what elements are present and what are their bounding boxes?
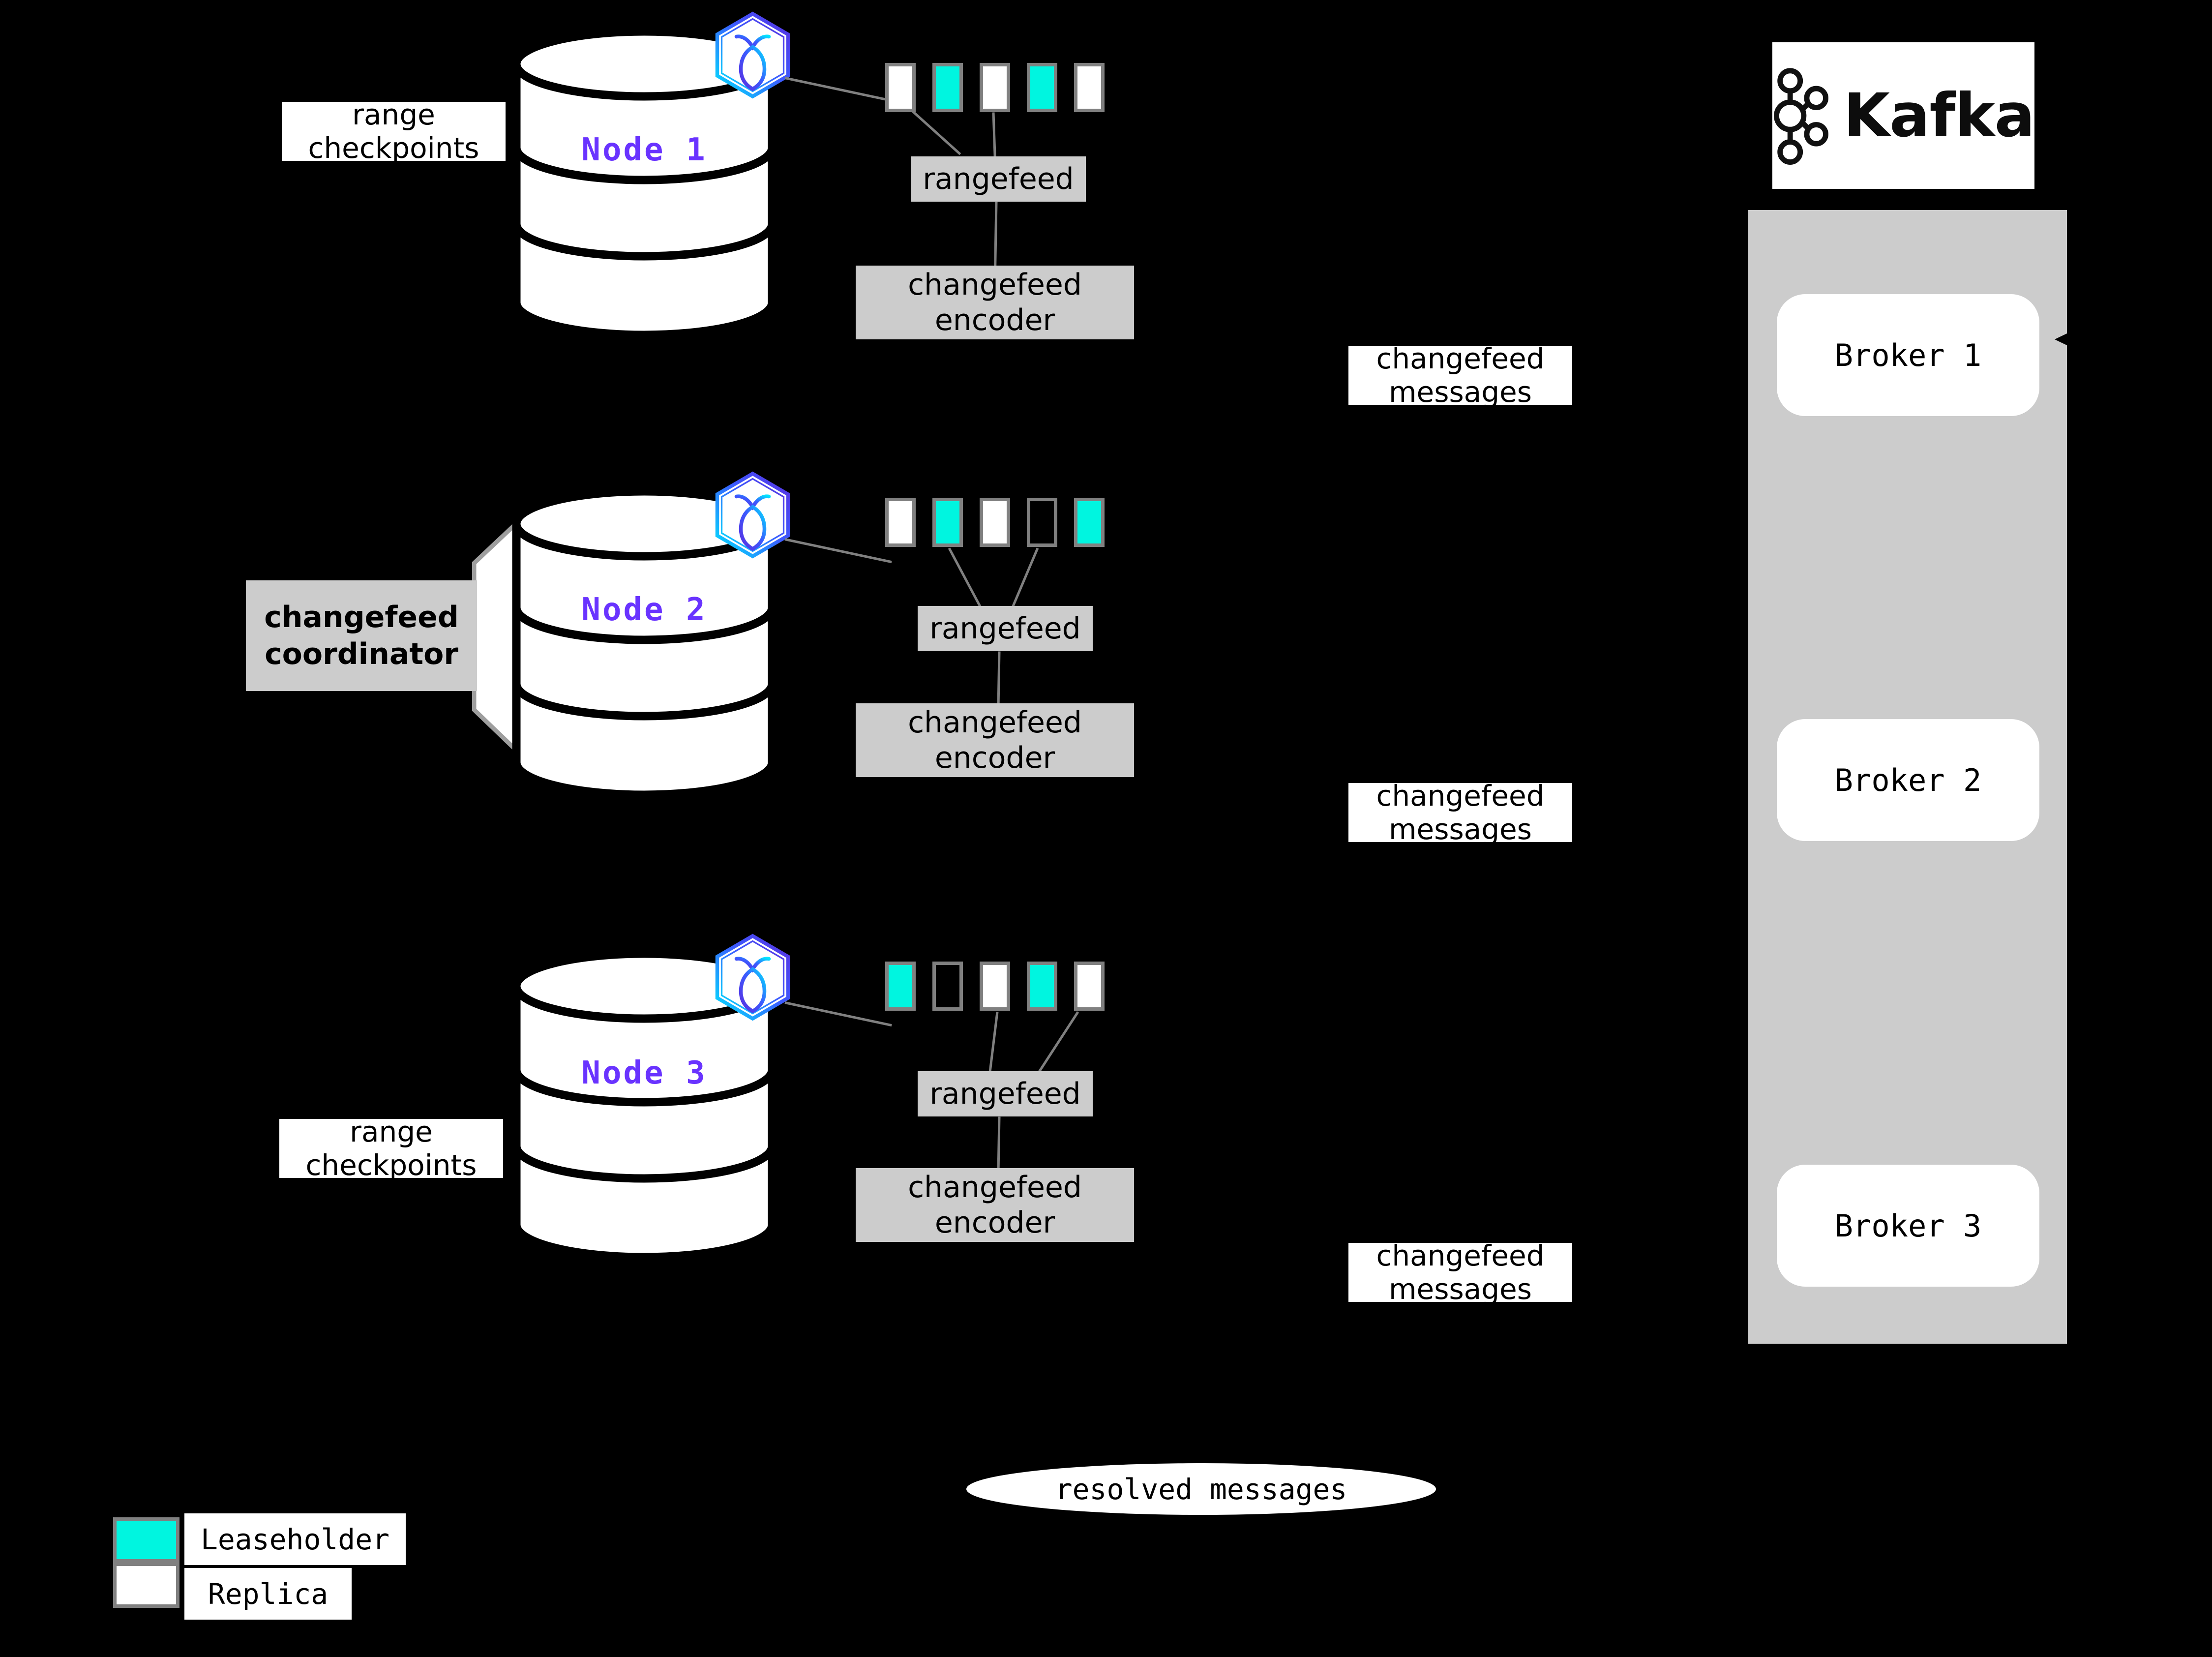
node1-range-checkpoints-label: range checkpoints [282, 102, 506, 161]
node3-rangefeed-label: rangefeed [929, 1077, 1081, 1111]
node1-encoder-line2: encoder [934, 303, 1055, 337]
kafka-broker-1-label: Broker 1 [1834, 337, 1982, 373]
node3-label: Node 3 [581, 1055, 707, 1091]
changefeed-messages-3-line2: messages [1389, 1272, 1532, 1302]
node2-encoder-line2: encoder [934, 741, 1055, 775]
node2-changefeed-encoder-box[interactable]: changefeed encoder [856, 703, 1134, 777]
kafka-broker-2[interactable]: Broker 2 [1777, 719, 2039, 841]
node1-range-5[interactable] [1074, 63, 1105, 112]
kafka-broker-3[interactable]: Broker 3 [1777, 1165, 2039, 1287]
changefeed-messages-2-line1: changefeed [1376, 783, 1545, 813]
node3-encoder-line2: encoder [934, 1205, 1055, 1240]
node2-changefeed-coordinator-box[interactable]: changefeed coordinator [246, 580, 477, 691]
node1-label: Node 1 [581, 132, 707, 168]
node3-range-2[interactable] [932, 962, 963, 1011]
changefeed-messages-3-line1: changefeed [1376, 1243, 1545, 1272]
node1-cylinder [512, 27, 777, 332]
node2-label: Node 2 [581, 592, 707, 628]
kafka-inbound-arrowhead-icon [2055, 329, 2077, 350]
node1-checkpoints-line2: checkpoints [308, 131, 479, 161]
changefeed-messages-2-line2: messages [1389, 813, 1532, 842]
node2-range-3[interactable] [980, 498, 1010, 547]
node3-checkpoints-line1: range [350, 1119, 433, 1148]
node1-connector-range3-rangefeed [992, 112, 996, 158]
node2-range-1[interactable] [885, 498, 916, 547]
node3-range-4[interactable] [1027, 962, 1057, 1011]
node3-encoder-line1: changefeed [908, 1170, 1082, 1205]
node3-range-1[interactable] [885, 962, 916, 1011]
legend-label-replica: Replica [184, 1568, 352, 1620]
kafka-broker-3-label: Broker 3 [1834, 1207, 1982, 1244]
kafka-logo-box: Kafka [1772, 42, 2035, 189]
node3-changefeed-encoder-box[interactable]: changefeed encoder [856, 1168, 1134, 1242]
node3-range-3[interactable] [980, 962, 1010, 1011]
node3-range-checkpoints-label: range checkpoints [279, 1119, 503, 1178]
node1-rangefeed-label: rangefeed [923, 162, 1074, 196]
node1-range-3[interactable] [980, 63, 1010, 112]
kafka-logo-icon [1774, 67, 1828, 165]
node1-rangefeed-box[interactable]: rangefeed [911, 156, 1086, 202]
node2-range-4[interactable] [1027, 498, 1057, 547]
legend-label-leaseholder: Leaseholder [184, 1513, 406, 1565]
node3-cockroachdb-hexagon-icon [715, 934, 790, 1021]
node1-encoder-line1: changefeed [908, 268, 1082, 302]
node2-rangefeed-label: rangefeed [929, 611, 1081, 646]
node2-coordinator-line1: changefeed [264, 600, 459, 634]
node1-checkpoints-line1: range [352, 102, 435, 131]
changefeed-messages-label-1: changefeed messages [1348, 346, 1572, 405]
node1-cockroachdb-hexagon-icon [715, 11, 790, 99]
node3-rangefeed-box[interactable]: rangefeed [918, 1071, 1093, 1116]
node3-connector-cyl-range [784, 1001, 892, 1027]
changefeed-messages-label-2: changefeed messages [1348, 783, 1572, 842]
legend-swatch-leaseholder [113, 1517, 179, 1563]
node2-connector-cyl-range [784, 538, 892, 564]
node1-connector-rangefeed-encoder [994, 202, 998, 267]
node1-range-1[interactable] [885, 63, 916, 112]
kafka-broker-2-label: Broker 2 [1834, 762, 1982, 798]
node1-changefeed-encoder-box[interactable]: changefeed encoder [856, 266, 1134, 339]
node2-cylinder [512, 487, 777, 792]
changefeed-messages-1-line1: changefeed [1376, 346, 1545, 375]
node2-cockroachdb-hexagon-icon [715, 471, 790, 559]
node3-checkpoints-line2: checkpoints [305, 1148, 477, 1178]
resolved-messages-pill[interactable]: resolved messages [966, 1463, 1436, 1515]
node2-coordinator-line2: coordinator [265, 636, 458, 671]
kafka-broker-1[interactable]: Broker 1 [1777, 294, 2039, 416]
node3-range-5[interactable] [1074, 962, 1105, 1011]
node2-range-2[interactable] [932, 498, 963, 547]
node2-range-5[interactable] [1074, 498, 1105, 547]
node2-rangefeed-box[interactable]: rangefeed [918, 606, 1093, 651]
changefeed-messages-1-line2: messages [1389, 375, 1532, 405]
resolved-messages-label: resolved messages [1055, 1472, 1347, 1506]
changefeed-messages-label-3: changefeed messages [1348, 1243, 1572, 1302]
kafka-wordmark: Kafka [1843, 81, 2035, 151]
node1-connector-range1-rangefeed [912, 110, 961, 155]
node1-range-2[interactable] [932, 63, 963, 112]
node2-encoder-line1: changefeed [908, 705, 1082, 740]
node1-connector-cyl-range [784, 77, 892, 102]
node1-range-4[interactable] [1027, 63, 1057, 112]
legend-swatch-replica [113, 1563, 179, 1608]
